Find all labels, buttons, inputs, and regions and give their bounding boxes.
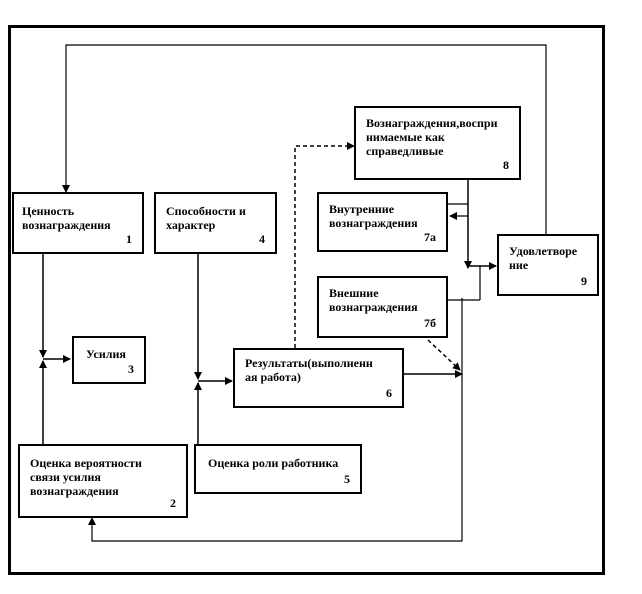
box-satisfaction-num: 9 [581, 274, 587, 288]
box-role-num: 5 [344, 472, 350, 486]
box-reward-value: Ценность вознаграждения 1 [12, 192, 144, 254]
box-abilities-num: 4 [259, 232, 265, 246]
box-results-text: Результаты(выполненн ая работа) [245, 356, 373, 384]
box-internal-rewards-num: 7а [424, 230, 436, 244]
box-effort-num: 3 [128, 362, 134, 376]
box-probability: Оценка вероятности связи усилия вознагра… [18, 444, 188, 518]
box-role: Оценка роли работника 5 [194, 444, 362, 494]
box-reward-value-text: Ценность вознаграждения [22, 204, 111, 232]
arrow-satisfaction-to-value [62, 44, 547, 234]
box-effort: Усилия 3 [72, 336, 146, 384]
box-probability-num: 2 [170, 496, 176, 510]
box-role-text: Оценка роли работника [208, 456, 339, 470]
box-fair-rewards: Вознаграждения,воспри нимаемые как справ… [354, 106, 521, 180]
arrow-external-dashed [427, 339, 461, 371]
box-reward-value-num: 1 [126, 232, 132, 246]
box-internal-rewards-text: Внутренние вознаграждения [329, 202, 418, 230]
box-results: Результаты(выполненн ая работа) 6 [233, 348, 404, 408]
box-effort-text: Усилия [86, 347, 126, 361]
box-fair-rewards-text: Вознаграждения,воспри нимаемые как справ… [366, 116, 498, 158]
box-external-rewards: Внешние вознаграждения 7б [317, 276, 448, 338]
arrow-results-to-fair-rewards [294, 142, 355, 348]
box-internal-rewards: Внутренние вознаграждения 7а [317, 192, 448, 252]
box-abilities-text: Способности и характер [166, 204, 246, 232]
arrow-feedback-to-probability [88, 298, 463, 542]
box-abilities: Способности и характер 4 [154, 192, 277, 254]
box-satisfaction: Удовлетворе ние 9 [497, 234, 599, 296]
outer-frame [8, 25, 605, 575]
box-results-num: 6 [386, 386, 392, 400]
box-fair-rewards-num: 8 [503, 158, 509, 172]
box-external-rewards-num: 7б [424, 316, 436, 330]
box-external-rewards-text: Внешние вознаграждения [329, 286, 418, 314]
box-satisfaction-text: Удовлетворе ние [509, 244, 578, 272]
box-probability-text: Оценка вероятности связи усилия вознагра… [30, 456, 142, 498]
